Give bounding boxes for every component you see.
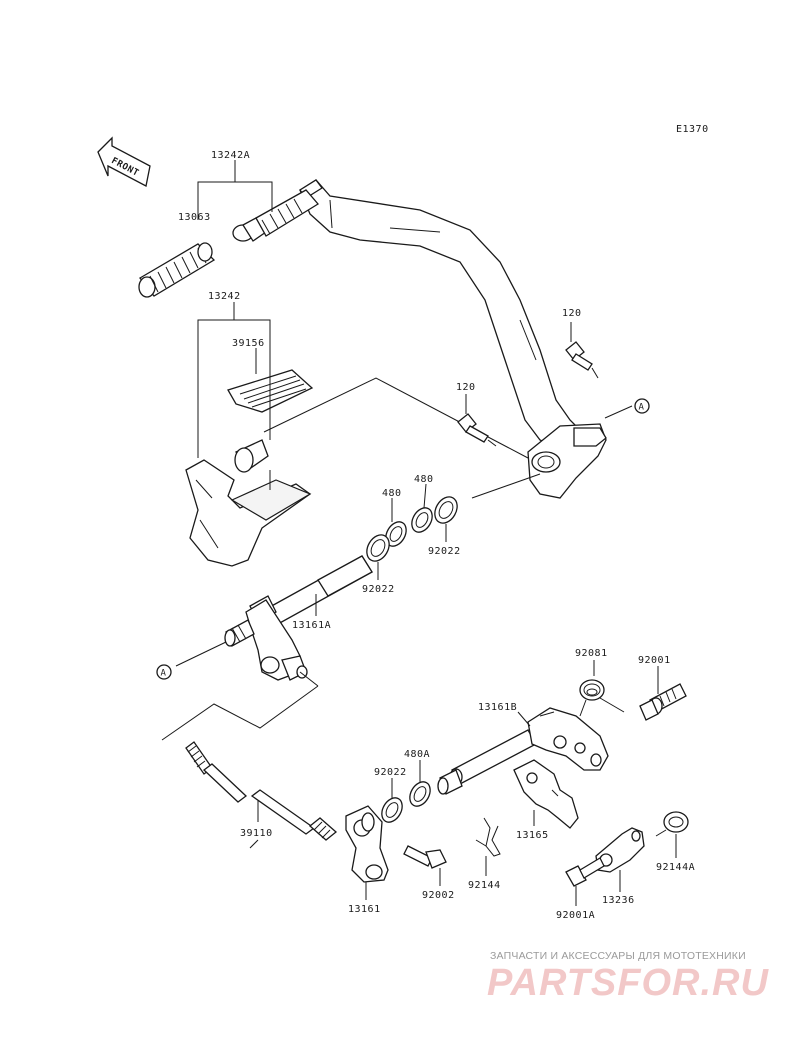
label-92002: 92002 bbox=[422, 890, 455, 901]
label-92022-right: 92022 bbox=[428, 546, 461, 557]
label-13242a: 13242A bbox=[211, 150, 250, 161]
washer-92022-low bbox=[381, 797, 403, 823]
label-92001: 92001 bbox=[638, 655, 671, 666]
label-13161a: 13161A bbox=[292, 620, 331, 631]
label-92081: 92081 bbox=[575, 648, 608, 659]
label-92022-low: 92022 bbox=[374, 767, 407, 778]
diagram-code: E1370 bbox=[676, 124, 709, 135]
label-92144: 92144 bbox=[468, 880, 501, 891]
label-480a: 480A bbox=[404, 749, 430, 760]
clip-92144 bbox=[475, 817, 501, 857]
label-13063: 13063 bbox=[178, 212, 211, 223]
plate-13165 bbox=[513, 759, 579, 829]
label-480-right: 480 bbox=[414, 474, 434, 485]
watermark-logo: PARTSFOR.RU bbox=[487, 962, 769, 1004]
label-13236: 13236 bbox=[602, 895, 635, 906]
label-92001a: 92001A bbox=[556, 910, 595, 921]
brake-pedal-lever bbox=[299, 179, 633, 499]
label-480-left: 480 bbox=[382, 488, 402, 499]
pedal-tip bbox=[185, 439, 312, 567]
bolt-120-lower bbox=[457, 413, 489, 443]
label-120-upper: 120 bbox=[562, 308, 582, 319]
label-13165: 13165 bbox=[516, 830, 549, 841]
footpeg-shaft bbox=[255, 189, 319, 237]
circlip-480-right bbox=[411, 507, 433, 533]
label-13242: 13242 bbox=[208, 291, 241, 302]
shift-shaft-13161a bbox=[224, 555, 373, 681]
washer-92022-left bbox=[366, 534, 390, 562]
label-92144a: 92144A bbox=[656, 862, 695, 873]
shift-shaft-13161b bbox=[437, 707, 609, 795]
tie-rod-39110 bbox=[185, 741, 338, 841]
label-39110: 39110 bbox=[240, 828, 273, 839]
label-13161: 13161 bbox=[348, 904, 381, 915]
circlip-480a bbox=[409, 781, 431, 807]
footpeg-rubber bbox=[138, 242, 216, 298]
ref-marker-a-upper: A bbox=[634, 398, 650, 414]
washer-92022-right bbox=[434, 496, 458, 524]
label-39156: 39156 bbox=[232, 338, 265, 349]
shift-arm-13161 bbox=[345, 805, 389, 883]
bolt-120-upper bbox=[565, 341, 593, 371]
spring-92144a bbox=[655, 811, 689, 837]
label-92022-left: 92022 bbox=[362, 584, 395, 595]
bolt-92001a bbox=[565, 857, 605, 887]
label-13161b: 13161B bbox=[478, 702, 517, 713]
spring-92081 bbox=[579, 679, 625, 717]
footpeg-collar bbox=[232, 217, 267, 242]
bolt-92002 bbox=[403, 845, 447, 869]
bolt-92001 bbox=[639, 683, 687, 721]
lever-13236 bbox=[595, 827, 645, 873]
watermark-tagline: ЗАПЧАСТИ И АКСЕССУАРЫ ДЛЯ МОТОТЕХНИКИ bbox=[490, 950, 746, 962]
svg-text:A: A bbox=[639, 403, 645, 413]
svg-text:A: A bbox=[161, 669, 167, 679]
label-120-lower: 120 bbox=[456, 382, 476, 393]
ref-marker-a-lower: A bbox=[156, 664, 172, 680]
front-arrow-icon: FRONT bbox=[97, 136, 151, 187]
